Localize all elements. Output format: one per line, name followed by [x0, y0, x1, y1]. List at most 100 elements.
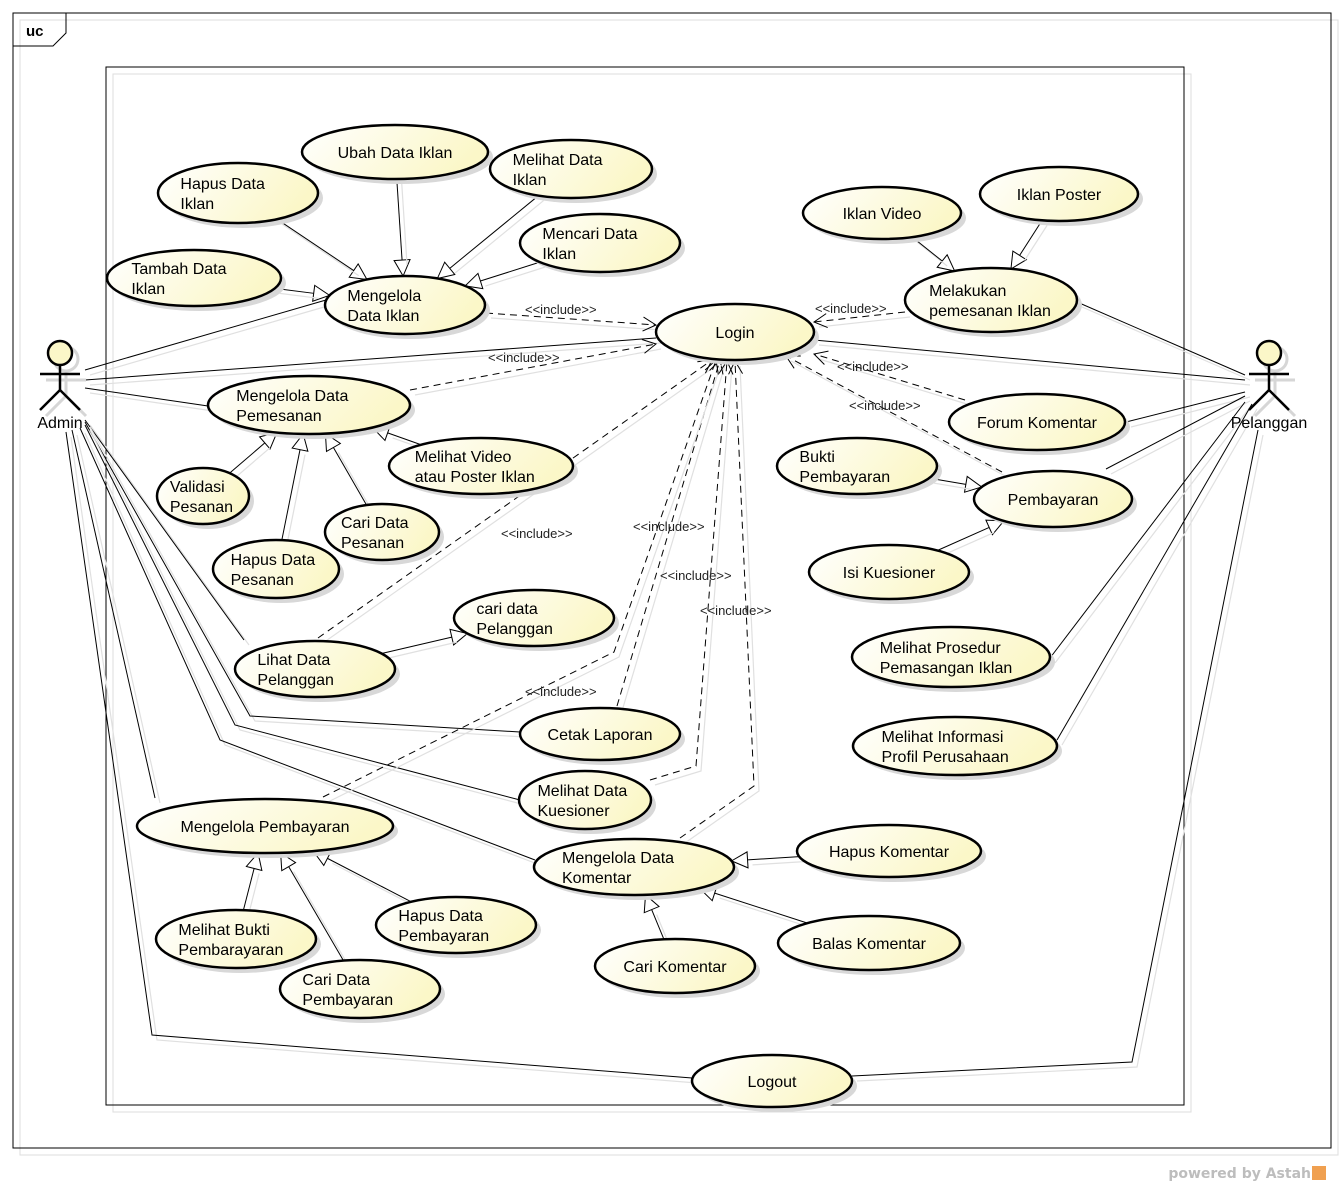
- usecase-label: Melihat Bukti: [178, 922, 270, 939]
- generalization-line-shadow: [293, 871, 349, 966]
- association-line: [79, 427, 536, 861]
- association-line-shadow: [818, 344, 1251, 386]
- usecase-balas-komentar[interactable]: Balas Komentar: [776, 914, 965, 975]
- actor-admin[interactable]: Admin: [37, 339, 88, 432]
- usecase-label: Balas Komentar: [812, 936, 927, 953]
- actor-name: Pelanggan: [1231, 415, 1308, 432]
- usecase-label: Hapus Data: [180, 176, 265, 193]
- generalization-line-shadow: [719, 897, 813, 929]
- usecase-iklan-poster[interactable]: Iklan Poster: [978, 165, 1143, 226]
- usecase-label: Pembayaran: [799, 469, 890, 486]
- usecase-mengelola-pembayaran[interactable]: Mengelola Pembayaran: [135, 797, 398, 858]
- footer-text: powered by Astah: [1168, 1166, 1311, 1182]
- generalization-arrowhead-icon: [436, 261, 456, 280]
- generalization-line: [332, 447, 367, 506]
- include-stereotype-label: <<include>>: [525, 302, 597, 317]
- usecase-label: Komentar: [562, 870, 632, 887]
- generalization-line-shadow: [386, 641, 457, 660]
- association-line: [84, 337, 657, 381]
- usecase-label: Pesanan: [231, 572, 294, 589]
- generalization-line-shadow: [279, 292, 319, 299]
- usecase-ubah-data-iklan[interactable]: Ubah Data Iklan: [300, 123, 493, 184]
- generalization-line: [747, 856, 800, 861]
- usecase-login[interactable]: Login: [654, 302, 819, 365]
- include-stereotype-label: <<include>>: [815, 301, 887, 316]
- include-dependency-line: [649, 360, 728, 781]
- usecase-ellipse: [518, 706, 682, 762]
- usecase-label: Mengelola: [347, 288, 421, 305]
- usecase-label: Data Iklan: [347, 308, 419, 325]
- generalization-line-shadow: [247, 873, 260, 916]
- usecase-label: Melihat Data: [537, 783, 627, 800]
- usecase-label: Melihat Data: [513, 152, 603, 169]
- usecase-cetak-laporan[interactable]: Cetak Laporan: [518, 706, 685, 765]
- usecase-forum-komentar[interactable]: Forum Komentar: [947, 392, 1130, 455]
- association-line-shadow: [84, 432, 541, 866]
- usecase-label: Pesanan: [170, 499, 233, 516]
- usecase-label: Cari Data: [341, 515, 409, 532]
- generalization-line-shadow: [234, 447, 271, 479]
- generalization-line: [396, 178, 403, 261]
- association-line-shadow: [89, 426, 526, 738]
- usecase-label: Profil Perusahaan: [882, 749, 1009, 766]
- usecase-label: Melihat Informasi: [882, 729, 1004, 746]
- generalization-line: [242, 868, 255, 911]
- include-dependency-line: [679, 360, 755, 839]
- usecase-cari-komentar[interactable]: Cari Komentar: [593, 937, 760, 998]
- generalization-line: [387, 432, 422, 446]
- include-dependency-line-shadow: [327, 364, 722, 803]
- usecase-ellipse: [135, 797, 395, 855]
- usecase-iklan-video[interactable]: Iklan Video: [801, 185, 966, 244]
- association-line-shadow: [1054, 406, 1251, 664]
- usecase-label: Mengelola Data: [562, 850, 674, 867]
- include-dependency-line: [813, 311, 906, 323]
- usecase-label: Melihat Video: [415, 449, 512, 466]
- usecase-ellipse: [851, 715, 1059, 777]
- powered-by-footer: powered by Astah: [1168, 1166, 1326, 1182]
- actor-head-icon: [1255, 339, 1283, 367]
- association-line-shadow: [76, 434, 161, 804]
- usecase-ellipse: [850, 625, 1052, 689]
- generalization-line: [381, 636, 452, 654]
- include-dependency-line: [485, 312, 657, 326]
- generalization-line-shadow: [933, 482, 971, 490]
- usecase-label: Kuesioner: [537, 803, 610, 820]
- actor-stick-figure-icon: [39, 365, 81, 411]
- usecase-pembayaran[interactable]: Pembayaran: [972, 469, 1137, 532]
- association-line-shadow: [89, 304, 332, 376]
- usecase-label: Logout: [748, 1074, 797, 1091]
- association-line: [84, 424, 521, 801]
- actor-pelanggan[interactable]: Pelanggan: [1231, 339, 1308, 432]
- include-dependency-line-shadow: [621, 364, 726, 712]
- usecase-label: Isi Kuesioner: [843, 565, 936, 582]
- usecase-label: Cetak Laporan: [548, 727, 653, 744]
- usecase-ellipse: [593, 937, 757, 995]
- include-dependency-line: [785, 355, 1003, 473]
- usecase-label: Iklan Poster: [1017, 187, 1102, 204]
- usecase-ellipse: [211, 538, 341, 600]
- usecase-hapus-komentar[interactable]: Hapus Komentar: [795, 823, 986, 882]
- usecase-logout[interactable]: Logout: [690, 1053, 857, 1112]
- usecase-isi-kuesioner[interactable]: Isi Kuesioner: [807, 543, 974, 604]
